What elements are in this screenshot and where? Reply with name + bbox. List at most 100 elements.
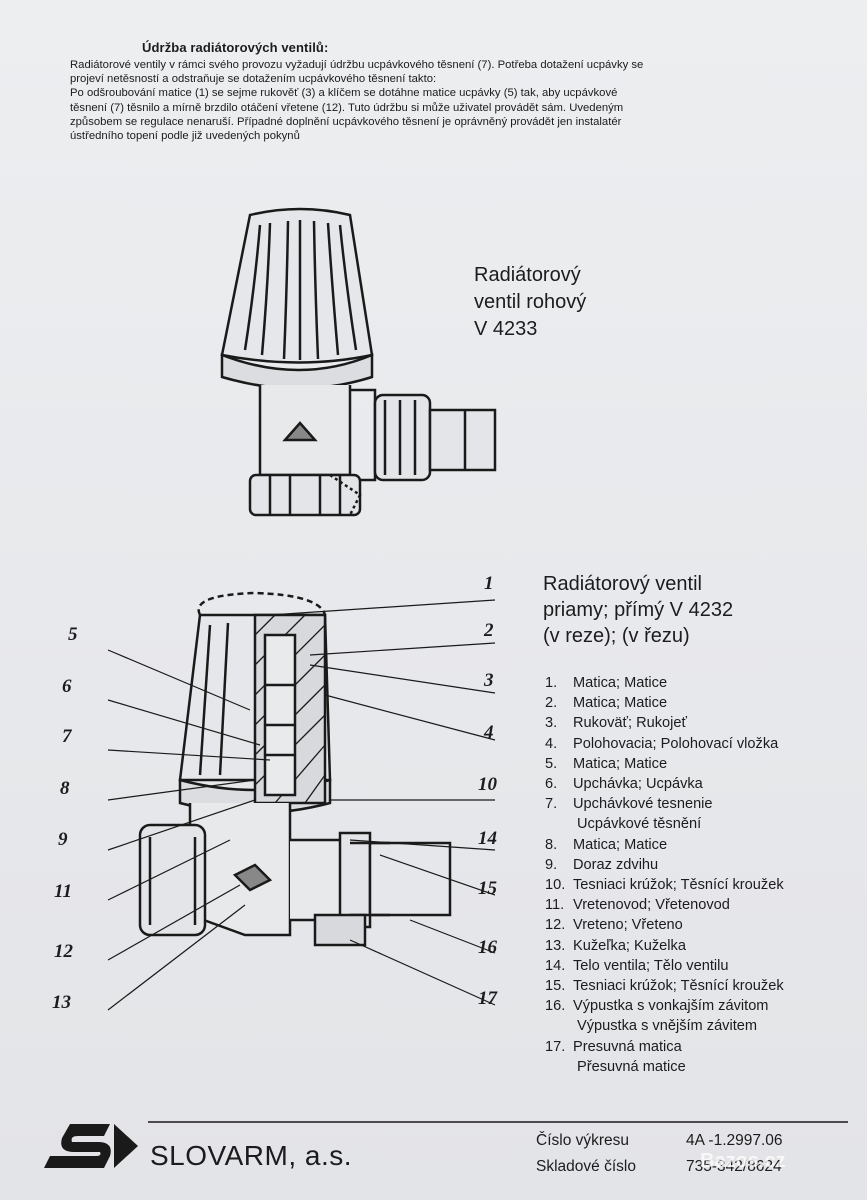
maintenance-text: Radiátorové ventily v rámci svého provoz… xyxy=(70,58,810,143)
part-number: 1. xyxy=(545,675,558,691)
list-item: 4. Polohovacia; Polohovací vložka xyxy=(545,734,855,754)
callout-12: 12 xyxy=(54,941,73,962)
part-number: 12. xyxy=(545,917,566,934)
intro-line: projeví netěsností a odstraňuje se dotaž… xyxy=(70,73,437,86)
list-item: 5. Matica; Matice xyxy=(545,754,855,774)
maintenance-heading: Údržba radiátorových ventilů: xyxy=(142,40,329,55)
list-item: 11. Vretenovod; Vřetenovod xyxy=(545,895,855,915)
intro-line: těsnení (7) těsnilo a mírně brzdilo otáč… xyxy=(70,101,624,114)
straight-valve-title: Radiátorový ventil priamy; přímý V 4232 … xyxy=(543,571,733,649)
title-line: ventil rohový xyxy=(474,291,587,313)
list-item: 13. Kužeľka; Kuželka xyxy=(545,936,855,956)
part-number: 6. xyxy=(545,776,558,793)
watermark: Bazos.cz xyxy=(700,1150,786,1172)
title-line: Radiátorový ventil xyxy=(543,573,702,595)
part-name: Presuvná matica xyxy=(573,1038,682,1055)
title-line: Radiátorový xyxy=(474,264,581,286)
part-name: Tesniaci krúžok; Těsnící kroužek xyxy=(573,877,784,894)
angle-valve-drawing xyxy=(220,207,497,517)
callout-7: 7 xyxy=(62,726,72,747)
title-line: (v reze); (v řezu) xyxy=(543,625,690,647)
callout-2: 2 xyxy=(484,620,494,641)
part-name: Vreteno; Vřeteno xyxy=(573,917,683,934)
intro-line: Po odšroubování matice (1) se sejme ruko… xyxy=(70,87,618,100)
title-line: priamy; přímý V 4232 xyxy=(543,599,734,621)
callout-11: 11 xyxy=(54,881,72,902)
intro-line: způsobem se regulace nenaruší. Případné … xyxy=(70,115,622,128)
stock-number-label: Skladové číslo xyxy=(536,1158,636,1175)
part-name: Kužeľka; Kuželka xyxy=(573,937,686,954)
list-item: 2. Matica; Matice xyxy=(545,693,855,713)
list-item: 16. Výpustka s vonkajším závitom xyxy=(545,996,855,1016)
intro-line: ústředního topení podle již uvedených po… xyxy=(70,130,300,143)
drawing-number-value: 4A -1.2997.06 xyxy=(686,1132,783,1149)
callout-8: 8 xyxy=(60,778,70,799)
part-number: 3. xyxy=(545,715,558,732)
callout-15: 15 xyxy=(478,878,497,899)
callout-14: 14 xyxy=(478,828,497,849)
part-name-cz: Přesuvná matice xyxy=(577,1058,686,1075)
slovarm-logo-icon xyxy=(44,1124,138,1168)
part-number: 8. xyxy=(545,836,558,853)
part-name: Vretenovod; Vřetenovod xyxy=(573,897,730,914)
part-number: 10. xyxy=(545,877,566,894)
part-name: Matica; Matice xyxy=(573,755,668,772)
part-name: Polohovacia; Polohovací vložka xyxy=(573,735,779,752)
part-number: 4. xyxy=(545,735,558,752)
part-name: Upchávka; Ucpávka xyxy=(573,776,703,793)
callout-4: 4 xyxy=(484,722,494,743)
part-number: 5. xyxy=(545,755,558,772)
part-number: 7. xyxy=(545,796,558,813)
list-item: 14. Telo ventila; Tělo ventilu xyxy=(545,956,855,976)
part-name: Tesniaci krúžok; Těsnící kroužek xyxy=(573,978,784,995)
callout-1: 1 xyxy=(484,573,494,594)
callout-5: 5 xyxy=(68,624,78,645)
callout-3: 3 xyxy=(484,670,494,691)
list-item: 7. Upchávkové tesnenie xyxy=(545,794,855,814)
list-item: 1. Matica; Matice xyxy=(545,673,855,693)
stock-number-value: 735-342/8624 xyxy=(686,1158,782,1175)
drawing-info: Číslo výkresu 4A -1.2997.06 Skladové čísl… xyxy=(536,1128,836,1180)
company-name: SLOVARM, a.s. xyxy=(150,1140,353,1171)
callout-17: 17 xyxy=(478,988,497,1009)
angle-valve-title: Radiátorový ventil rohový V 4233 xyxy=(474,262,586,343)
intro-line: Radiátorové ventily v rámci svého provoz… xyxy=(70,59,644,71)
list-item: 12. Vreteno; Vřeteno xyxy=(545,915,855,935)
part-name: Doraz zdvihu xyxy=(573,856,659,873)
callout-16: 16 xyxy=(478,937,497,958)
parts-list: 1. Matica; Matice 2. Matica; Matice 3. Ruko… xyxy=(545,673,855,1077)
callout-6: 6 xyxy=(62,676,72,697)
part-number: 16. xyxy=(545,998,566,1015)
part-name: Upchávkové tesnenie xyxy=(573,796,713,813)
part-number: 14. xyxy=(545,957,566,974)
callout-13: 13 xyxy=(52,992,71,1013)
part-number: 2. xyxy=(545,695,558,712)
callout-10: 10 xyxy=(478,774,497,795)
part-name: Telo ventila; Tělo ventilu xyxy=(573,957,729,974)
part-name: Matica; Matice xyxy=(573,695,668,712)
list-item: 10. Tesniaci krúžok; Těsnící kroužek xyxy=(545,875,855,895)
list-item: 3. Rukoväť; Rukojeť xyxy=(545,713,855,733)
part-number: 13. xyxy=(545,937,566,954)
list-item: 6. Upchávka; Ucpávka xyxy=(545,774,855,794)
part-name: Výpustka s vonkajším závitom xyxy=(573,998,769,1015)
part-number: 17. xyxy=(545,1038,566,1055)
title-line: V 4233 xyxy=(474,318,538,340)
drawing-number-label: Číslo výkresu xyxy=(536,1132,630,1149)
callout-9: 9 xyxy=(58,829,68,850)
footer-rule xyxy=(148,1121,848,1123)
part-name: Rukoväť; Rukojeť xyxy=(573,715,687,732)
part-name: Matica; Matice xyxy=(573,836,668,853)
part-number: 15. xyxy=(545,978,566,995)
part-name-cz: Ucpávkové těsnění xyxy=(577,816,702,833)
part-name-cz: Výpustka s vnějším závitem xyxy=(577,1018,758,1035)
straight-valve-section-drawing xyxy=(107,591,496,1011)
list-item: 8. Matica; Matice xyxy=(545,835,855,855)
part-name: Matica; Matice xyxy=(573,675,668,691)
part-number: 11. xyxy=(545,897,565,914)
list-item: 9. Doraz zdvihu xyxy=(545,855,855,875)
part-number: 9. xyxy=(545,856,558,873)
list-item: 15. Tesniaci krúžok; Těsnící kroužek xyxy=(545,976,855,996)
list-item: 17. Presuvná matica xyxy=(545,1037,855,1057)
